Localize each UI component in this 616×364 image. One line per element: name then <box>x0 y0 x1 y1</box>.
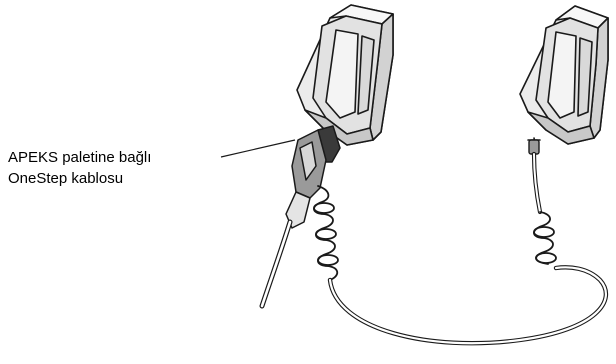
left-coiled-cord <box>314 186 338 280</box>
connecting-cable-loop <box>330 267 606 343</box>
callout-label: APEKS paletine bağlı OneStep kablosu <box>8 147 151 189</box>
left-apex-paddle <box>297 5 393 145</box>
right-paddle-cable <box>528 138 556 264</box>
callout-line-2: OneStep kablosu <box>8 168 151 189</box>
onestep-connector <box>286 126 340 228</box>
callout-leader-line <box>221 140 295 157</box>
left-straight-cable-core <box>262 222 290 306</box>
right-apex-paddle <box>520 6 608 144</box>
callout-line-1: APEKS paletine bağlı <box>8 147 151 168</box>
right-coiled-cord <box>534 212 556 264</box>
